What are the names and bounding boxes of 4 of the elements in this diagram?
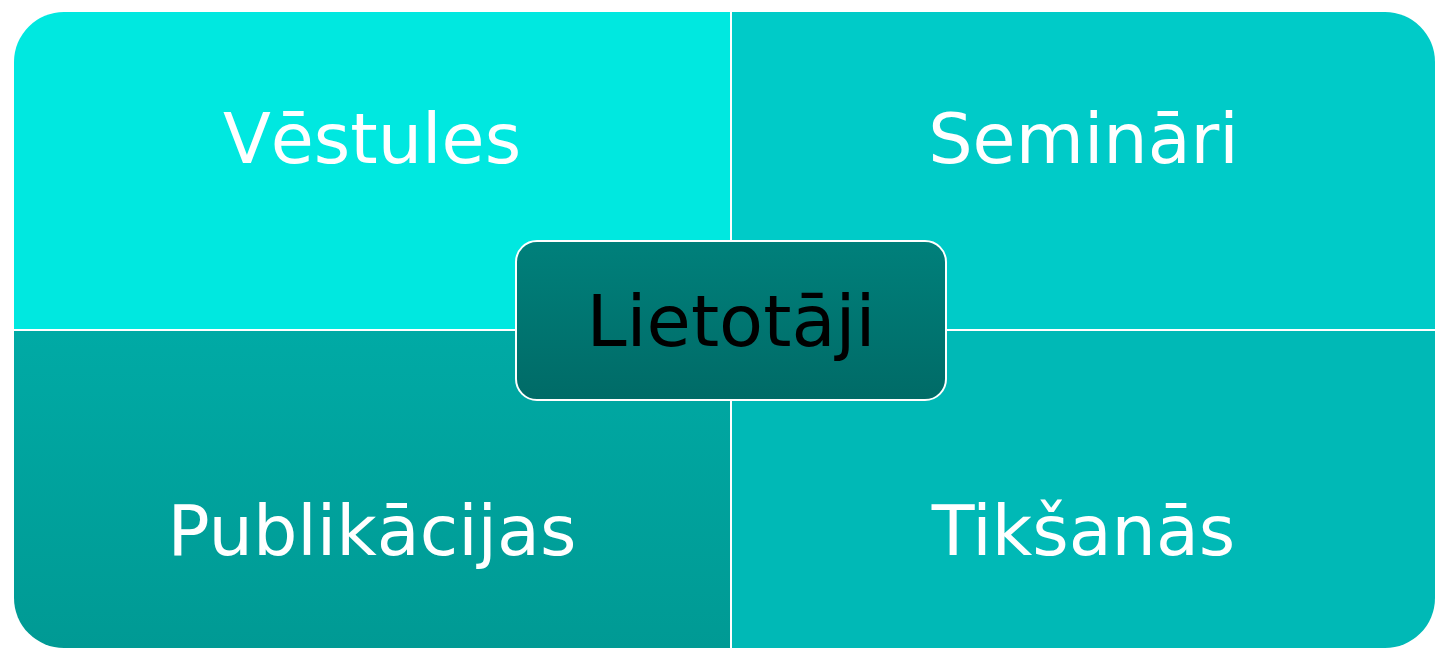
quadrant-label: Tikšanās — [930, 496, 1237, 566]
quadrant-label: Vēstules — [221, 104, 523, 174]
quadrant-label: Semināri — [927, 104, 1240, 174]
center-box — [515, 240, 947, 401]
